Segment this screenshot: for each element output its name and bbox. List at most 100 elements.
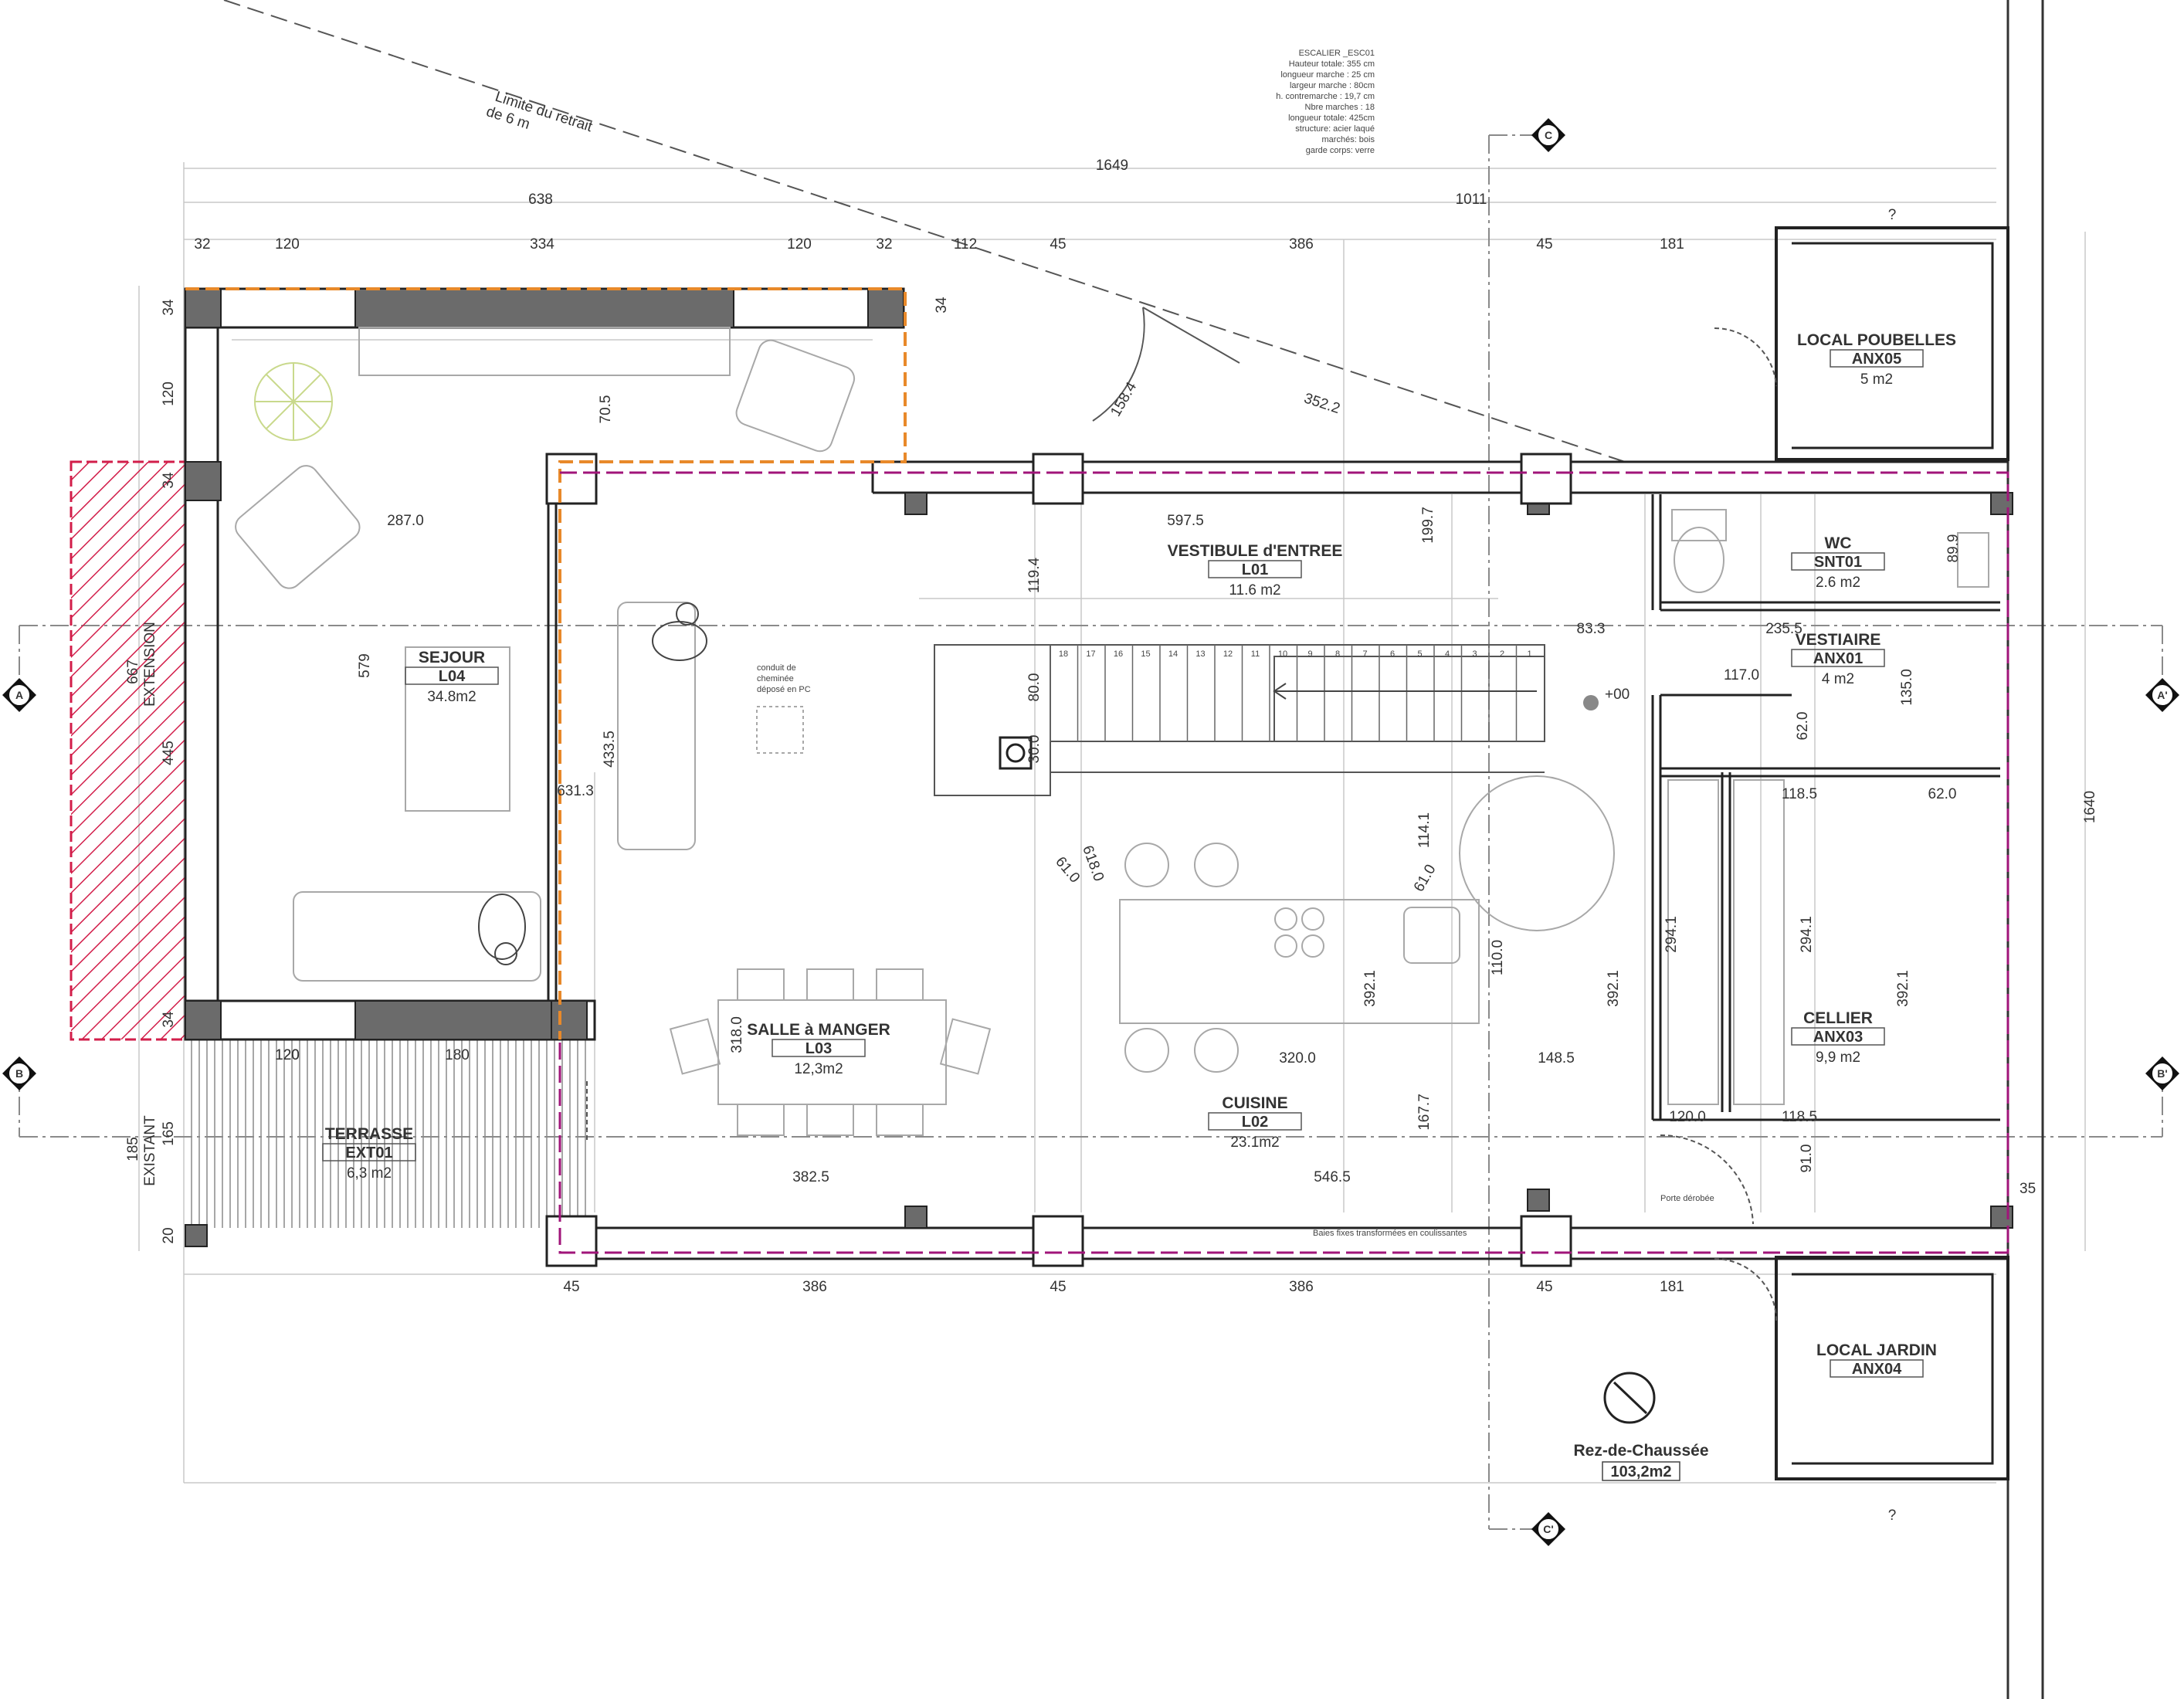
person-figures (478, 602, 707, 965)
section-marker-c: C (1531, 118, 1565, 152)
plant (254, 362, 333, 441)
existant-label: EXISTANT (142, 1115, 158, 1186)
stair-spec-line: structure: acier laqué (1295, 124, 1375, 134)
existing-building-edge (2006, 0, 2044, 1699)
svg-text:667: 667 (125, 660, 141, 684)
room-area: 6,3 m2 (347, 1165, 392, 1182)
svg-text:445: 445 (161, 741, 177, 765)
svg-text:185: 185 (125, 1137, 141, 1161)
room-code-box (1208, 1112, 1302, 1131)
orange-boundary (185, 287, 907, 1039)
room-code-box (1208, 560, 1302, 578)
room-name: VESTIAIRE (1796, 631, 1881, 649)
room-name: CUISINE (1222, 1094, 1287, 1112)
room-name: SEJOUR (419, 649, 485, 666)
dimension-label: 120 (275, 1047, 300, 1063)
svg-text:conduit de: conduit de (757, 663, 796, 673)
svg-text:334: 334 (530, 236, 554, 253)
dimension-label: 119.4 (1026, 558, 1043, 594)
room-name: SALLE à MANGER (747, 1021, 890, 1039)
svg-text:1640: 1640 (2082, 791, 2098, 823)
room-code: L02 (1242, 1114, 1268, 1131)
dimension-label: 120 (275, 1047, 300, 1063)
svg-text:34: 34 (161, 299, 177, 316)
dimension-label: 114.1 (1416, 812, 1433, 848)
room-code: EXT01 (345, 1145, 392, 1161)
room-code-box (1830, 1359, 1924, 1378)
section-marker-a2: A' (2145, 678, 2179, 712)
room-name: VESTIBULE d'ENTREE (1168, 542, 1343, 560)
dimension-label: 62.0 (1795, 712, 1811, 741)
door-swings (586, 307, 1777, 1321)
section-marker-circle (2151, 683, 2174, 707)
dimensions-top: 1649 638 1011 32 120 334 120 32 112 45 3… (194, 158, 1896, 1524)
stair-arrow-icon (1273, 683, 1537, 700)
svg-text:cheminée: cheminée (757, 674, 794, 683)
svg-text:45: 45 (563, 1279, 579, 1295)
room-name: LOCAL JARDIN (1816, 1341, 1937, 1359)
dimension-label: 83.3 (1577, 621, 1606, 637)
dimension-label: 34 (934, 297, 950, 314)
svg-text:45: 45 (1536, 236, 1552, 253)
dimension-label: 631.3 (557, 783, 594, 799)
dimension-label: 62.0 (1928, 786, 1957, 802)
stair-spec-line: longueur totale: 425cm (1288, 114, 1375, 123)
dimension-label: 392.1 (1606, 970, 1622, 1007)
dimension-label: 80.0 (1026, 673, 1043, 702)
section-marker-circle (8, 1062, 31, 1085)
stair-number: 18 (1059, 649, 1068, 659)
svg-text:579: 579 (357, 653, 373, 678)
dimension-label: 167.7 (1416, 1094, 1433, 1131)
dimension-label: 392.1 (1362, 970, 1379, 1007)
svg-text:1011: 1011 (1456, 192, 1487, 208)
svg-text:112: 112 (954, 236, 977, 253)
section-marker-label: B' (2157, 1067, 2167, 1080)
svg-text:45: 45 (1050, 1279, 1066, 1295)
stair-number: 7 (1362, 649, 1367, 659)
room-code: L03 (805, 1040, 832, 1057)
room-code: ANX03 (1813, 1029, 1863, 1046)
stair-post (999, 736, 1033, 770)
svg-text:120: 120 (787, 236, 812, 253)
dimensions-bottom: 45 386 45 386 45 181 (563, 1279, 1684, 1295)
stair-spec-line: largeur marche : 80cm (1290, 81, 1375, 90)
dimension-label: 392.1 (1895, 970, 1911, 1007)
section-marker-label: B (15, 1067, 23, 1080)
dimensions-right: 1640 35 (2020, 791, 2098, 1197)
dimension-label: 352.2 (1302, 390, 1342, 417)
dimension-label: 61.0 (1411, 862, 1440, 895)
room-code: ANX05 (1852, 351, 1901, 368)
stair-spec-line: longueur marche : 25 cm (1280, 70, 1375, 80)
room-code: L01 (1242, 561, 1268, 578)
dimension-label: 148.5 (1538, 1050, 1575, 1067)
svg-text:?: ? (1888, 207, 1897, 223)
stair-number: 3 (1472, 649, 1477, 659)
svg-text:+00: +00 (1605, 687, 1630, 703)
dimension-label: 158.4 (1107, 379, 1140, 419)
room-area: 9,9 m2 (1816, 1050, 1860, 1066)
dimension-label: 199.7 (1420, 507, 1436, 544)
room-name: LOCAL POUBELLES (1797, 331, 1956, 349)
stair-spec-line: marchés: bois (1322, 135, 1375, 144)
room-area: 4 m2 (1822, 671, 1854, 687)
room-name: CELLIER (1803, 1009, 1873, 1027)
stair-number: 17 (1086, 649, 1095, 659)
stair-number: 8 (1335, 649, 1340, 659)
svg-text:Rez-de-Chaussée: Rez-de-Chaussée (1573, 1442, 1708, 1460)
svg-text:35: 35 (2020, 1181, 2036, 1197)
room-code-box (1791, 649, 1885, 667)
svg-text:34: 34 (161, 472, 177, 489)
dimension-label: 546.5 (1314, 1169, 1351, 1185)
dimension-label: 118.5 (1782, 1109, 1817, 1125)
room-code: SNT01 (1814, 554, 1862, 571)
furniture (235, 327, 1989, 1136)
dimension-label: 287.0 (387, 513, 424, 529)
section-marker-a: A (2, 678, 36, 712)
stair-spec-line: Nbre marches : 18 (1305, 103, 1375, 112)
setback-label: Limite du retrait de 6 m (484, 89, 595, 136)
dimension-label: 89.9 (1945, 534, 1962, 563)
dimension-label: 70.5 (598, 395, 614, 424)
